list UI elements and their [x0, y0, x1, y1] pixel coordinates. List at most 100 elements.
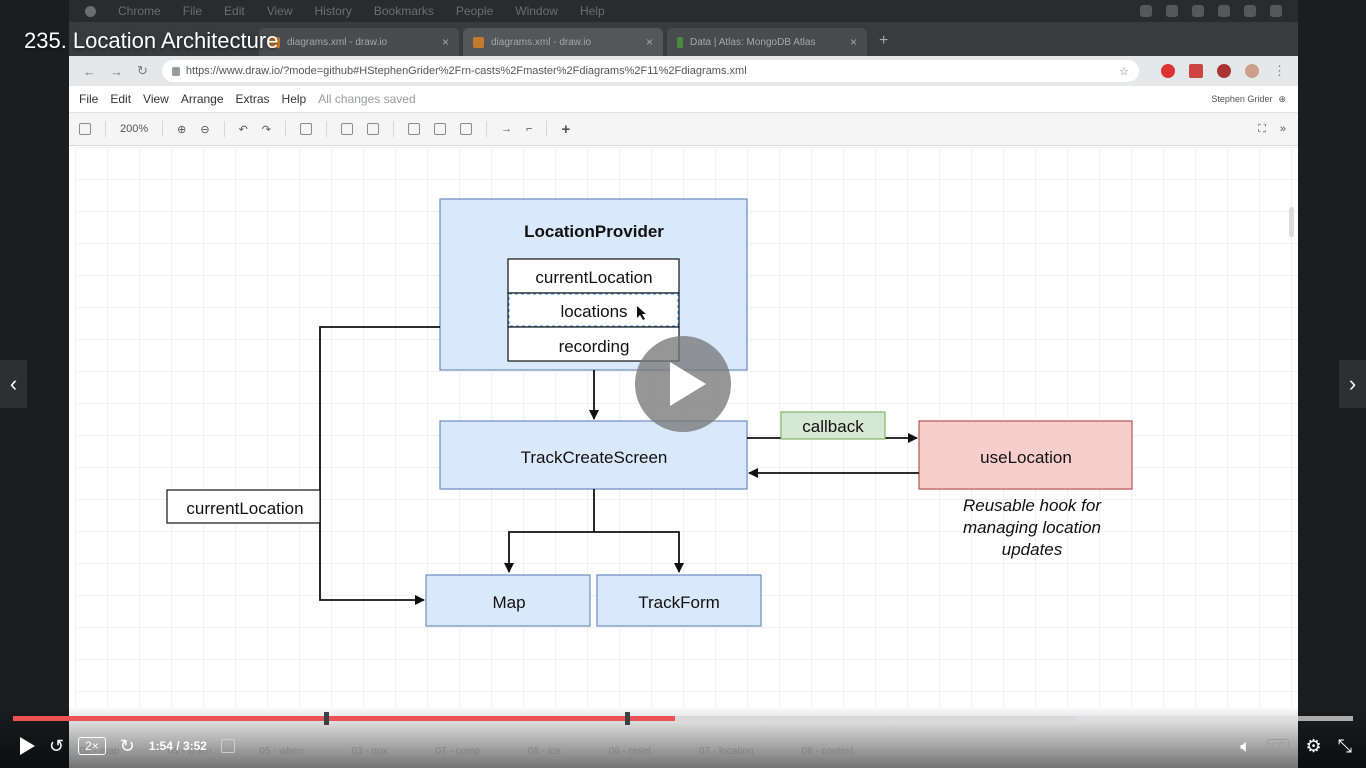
map-label: Map: [492, 593, 525, 612]
recorded-tab-label: 04 - when: [167, 746, 212, 757]
drawio-favicon-icon: [269, 36, 280, 48]
playback-speed-button[interactable]: 2×: [78, 737, 106, 755]
more-menu-icon: ⋮: [1273, 63, 1286, 78]
fullscreen-icon: ⛶: [1258, 122, 1266, 135]
play-button[interactable]: [20, 737, 35, 755]
toolbar-divider: [162, 121, 164, 137]
mac-menu-item: Bookmarks: [373, 4, 434, 18]
mac-menu-item: People: [455, 4, 494, 18]
map-box: [425, 574, 591, 627]
zoom-in-icon: ⊕: [177, 123, 187, 136]
callback-box: [780, 411, 886, 440]
settings-gear-icon[interactable]: ⚙: [1305, 735, 1322, 756]
mac-menu-item: Edit: [224, 4, 245, 18]
save-status: All changes saved: [318, 92, 416, 106]
new-tab-icon: +: [879, 32, 889, 49]
provider-field-recording: recording: [559, 337, 630, 356]
speed-value: 2: [85, 739, 92, 753]
chapter-marker[interactable]: [323, 712, 329, 725]
selection-outline: [508, 293, 679, 327]
current-location-box: [166, 489, 321, 524]
mac-menu-bar: Chrome File Edit View History Bookmarks …: [69, 0, 1298, 22]
mac-menu-item: Window: [515, 4, 558, 18]
redo-icon: ↷: [261, 123, 272, 136]
canvas-scrollbar: [1289, 207, 1294, 237]
toolbar-divider: [285, 121, 287, 137]
delete-icon: [300, 123, 313, 135]
recorded-bottom-tabs: 02 - map 04 - when 05 - when 03 - npx 07…: [80, 746, 854, 757]
line-color-icon: [434, 123, 447, 135]
reload-icon: ↻: [137, 63, 148, 78]
drawio-favicon-icon: [473, 36, 484, 48]
fill-color-icon: [408, 123, 421, 135]
player-controls-left: ↺ 2× ↻ 1:54 / 3:52: [14, 733, 235, 759]
close-icon: ×: [441, 35, 449, 49]
rewind-icon[interactable]: ↺: [49, 735, 65, 756]
exit-fullscreen-icon[interactable]: ⤡: [1337, 735, 1352, 756]
drawio-menu-item: File: [79, 92, 99, 106]
wifi-icon: [1244, 5, 1256, 17]
insert-icon: +: [561, 120, 571, 138]
waypoints-icon: ⌐: [526, 123, 533, 135]
time-current: 1:54: [148, 739, 173, 753]
tab-title: diagrams.xml - draw.io: [491, 36, 592, 48]
speed-suffix: ×: [91, 739, 99, 753]
video-title: 235. Location Architecture: [24, 28, 279, 53]
format-panel-icon: [79, 123, 91, 135]
provider-field-locations: locations: [560, 302, 627, 321]
zoom-out-icon: ⊖: [200, 123, 210, 136]
use-location-box: [918, 420, 1133, 490]
recorded-tab-label: 07 - location: [698, 746, 754, 757]
volume-icon[interactable]: 🔈︎: [1240, 735, 1251, 756]
captions-icon[interactable]: CC: [1267, 738, 1290, 754]
next-lecture-button[interactable]: ›: [1339, 360, 1366, 408]
current-location-label: currentLocation: [186, 499, 303, 518]
extension-icon: [1189, 64, 1203, 78]
center-play-button[interactable]: [635, 336, 731, 432]
track-create-screen-label: TrackCreateScreen: [521, 448, 668, 467]
drawio-user: Stephen Grider ⊕: [1211, 94, 1286, 105]
player-controls-right: 🔈︎ CC ⚙ ⤡: [1240, 733, 1352, 759]
chevron-right-icon: ›: [1348, 371, 1357, 396]
mac-menu-item: Chrome: [118, 4, 161, 18]
connector-screen-to-map: [504, 531, 594, 573]
recorded-tab-label: 08 - context: [801, 746, 854, 757]
connection-icon: →: [501, 123, 513, 135]
notes-icon[interactable]: [220, 739, 235, 753]
time-total: 3:52: [182, 739, 207, 753]
forward-icon[interactable]: ↻: [119, 735, 135, 756]
browser-address-bar: ← → ↻ https://www.draw.io/?mode=github#H…: [69, 56, 1298, 86]
chapter-marker[interactable]: [625, 712, 631, 725]
search-icon: [1270, 5, 1282, 17]
status-icon: [1218, 5, 1230, 17]
toolbar-divider: [546, 121, 548, 137]
mac-menu-item: View: [266, 4, 293, 18]
progress-bar[interactable]: [13, 712, 1353, 725]
recorded-tab-label: 02 - map: [80, 746, 120, 757]
track-create-screen-box: [439, 420, 748, 490]
globe-icon: ⊕: [1278, 93, 1286, 104]
extension-icon: [1217, 64, 1231, 78]
toolbar-divider: [326, 121, 328, 137]
mac-status-icons: [1140, 5, 1298, 17]
hook-note-line: updates: [1002, 540, 1063, 559]
toolbar-divider: [393, 121, 395, 137]
status-icon: [1166, 5, 1178, 17]
previous-lecture-button[interactable]: ‹: [0, 360, 27, 408]
mac-menu-item: File: [182, 4, 203, 18]
to-back-icon: [367, 123, 380, 135]
track-form-box: [596, 574, 762, 627]
browser-tab-strip: diagrams.xml - draw.io × diagrams.xml - …: [69, 22, 1298, 56]
recorded-tab-label: 03 - npx: [351, 746, 388, 757]
track-form-label: TrackForm: [638, 593, 720, 612]
forward-icon: →: [110, 63, 123, 79]
provider-field-current-location: currentLocation: [535, 268, 652, 287]
zoom-level: 200%: [120, 123, 149, 135]
chevron-left-icon: ‹: [9, 371, 18, 396]
mouse-cursor-icon: [637, 306, 646, 320]
play-icon: [670, 362, 706, 406]
recorded-tab-label: 07 - comp: [435, 746, 480, 757]
callback-label: callback: [802, 417, 864, 436]
drawio-menu-item: View: [143, 92, 169, 106]
